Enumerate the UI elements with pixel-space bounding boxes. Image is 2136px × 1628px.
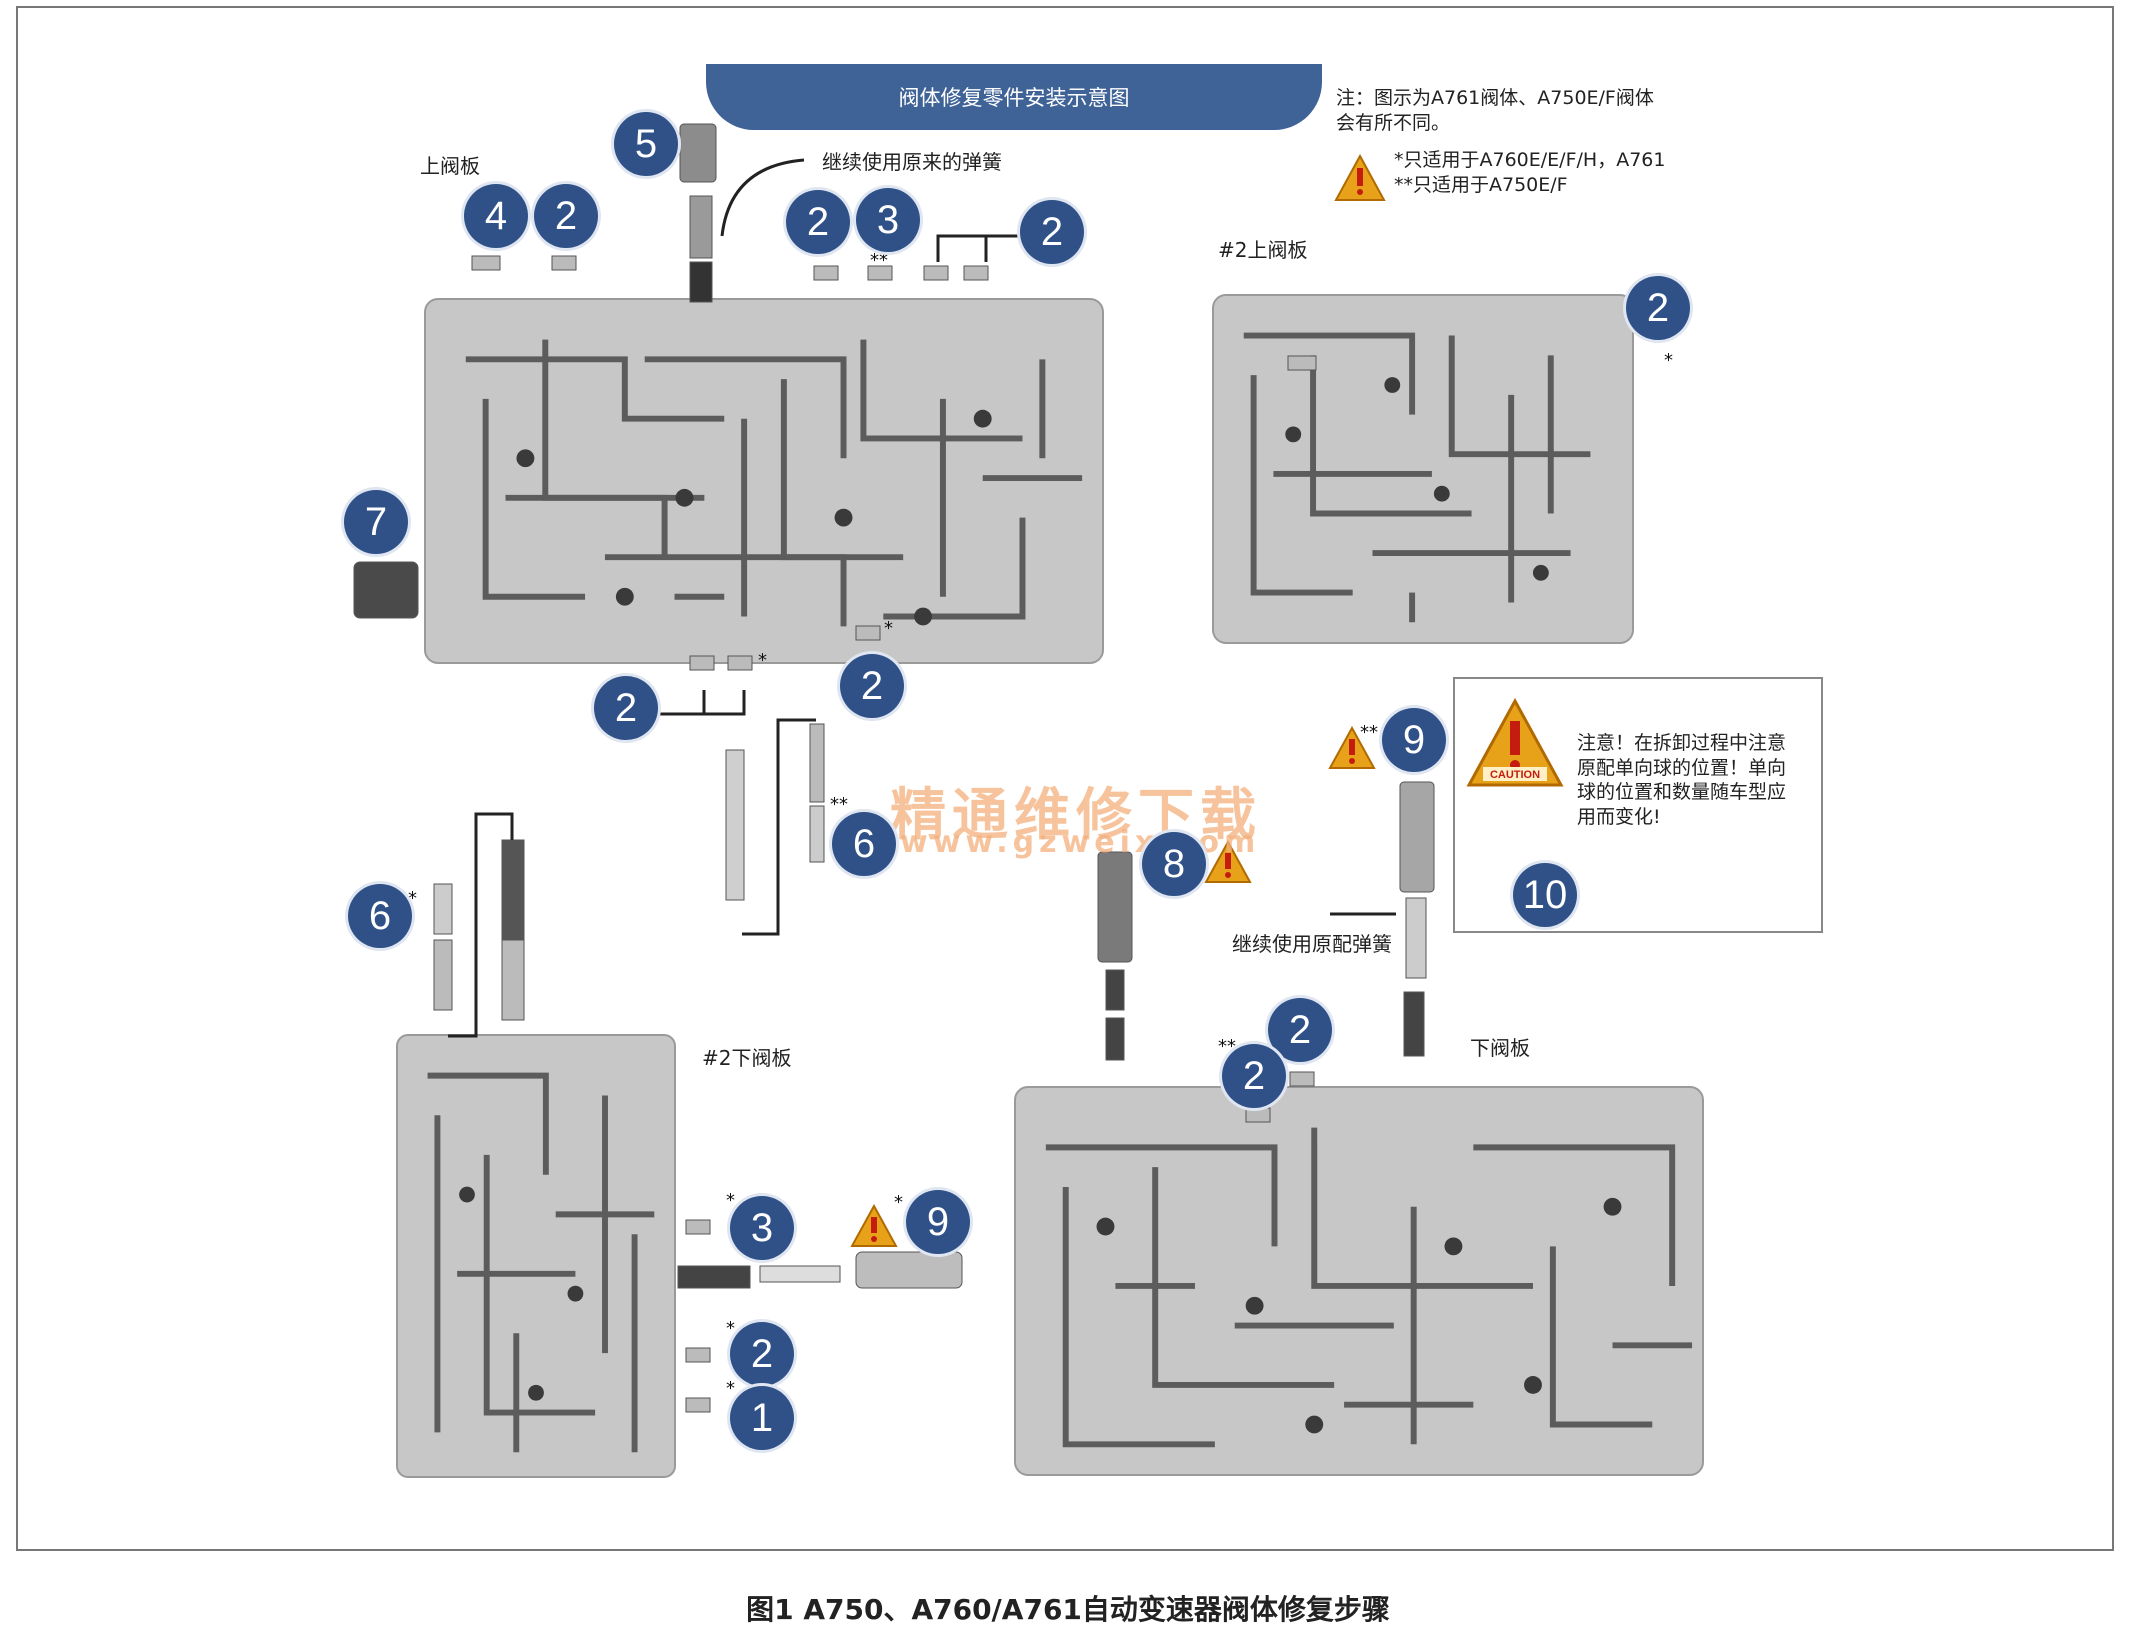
label-lower-plate-2: #2下阀板 (702, 1046, 792, 1070)
callout-badge-6: 6 (348, 884, 412, 948)
single-star-marker: * (726, 1318, 735, 1339)
label-upper-plate: 上阀板 (420, 154, 480, 178)
callout-badge-2: 2 (730, 1322, 794, 1386)
lower-valve-body-2 (396, 1034, 676, 1478)
callout-badge-3: 3 (730, 1196, 794, 1260)
single-star-marker: * (726, 1378, 735, 1399)
callout-badge-2: 2 (1222, 1044, 1286, 1108)
single-star-marker: * (1664, 350, 1673, 371)
double-star-marker: ** (1360, 722, 1378, 743)
note-block: 注：图示为A761阀体、A750E/F阀体 会有所不同。 (1336, 86, 1654, 135)
callout-badge-2: 2 (594, 676, 658, 740)
warning-line-1: 注意！在拆卸过程中注意 (1577, 732, 1787, 754)
note-single-star: *只适用于A760E/E/F/H，A761 (1394, 149, 1666, 171)
callout-badge-8: 8 (1142, 832, 1206, 896)
note-double-star: **只适用于A750E/F (1394, 173, 1568, 196)
lower-valve-body (1014, 1086, 1704, 1476)
callout-badge-5: 5 (614, 112, 678, 176)
label-upper-plate-2: #2上阀板 (1218, 238, 1308, 262)
caution-icon (1334, 154, 1386, 201)
warning-line-2: 原配单向球的位置！单向 (1577, 756, 1787, 779)
label-lower-plate: 下阀板 (1470, 1036, 1530, 1060)
single-star-marker: * (758, 650, 767, 671)
label-reuse-spring-top: 继续使用原来的弹簧 (822, 150, 1002, 174)
callout-badge-1: 1 (730, 1386, 794, 1450)
double-star-marker: ** (870, 250, 888, 271)
callout-badge-9: 9 (906, 1190, 970, 1254)
callout-badge-6: 6 (832, 812, 896, 876)
caution-icon (1328, 726, 1376, 769)
warning-line-3: 球的位置和数量随车型应 (1577, 781, 1787, 804)
caution-icon (1204, 840, 1252, 883)
caution-icon: CAUTION (1466, 697, 1564, 787)
single-star-marker: * (726, 1190, 735, 1211)
label-reuse-spring-bottom: 继续使用原配弹簧 (1232, 932, 1392, 956)
upper-valve-body-2 (1212, 294, 1634, 644)
double-star-marker: ** (830, 794, 848, 815)
callout-badge-7: 7 (344, 490, 408, 554)
caution-label: CAUTION (1490, 769, 1540, 781)
diagram-banner: 阀体修复零件安装示意图 (706, 64, 1322, 130)
callout-badge-2: 2 (1626, 276, 1690, 340)
callout-badge-2: 2 (1020, 200, 1084, 264)
callout-badge-2: 2 (840, 654, 904, 718)
single-star-marker: * (894, 1192, 903, 1213)
watermark-url: www.gzweix.com (900, 825, 1261, 860)
single-star-marker: * (408, 888, 417, 909)
figure-caption: 图1 A750、A760/A761自动变速器阀体修复步骤 (746, 1593, 1390, 1626)
caution-icon (850, 1204, 898, 1247)
callout-badge-2: 2 (534, 184, 598, 248)
warning-box: CAUTION 注意！在拆卸过程中注意 原配单向球的位置！单向 球的位置和数量随… (1453, 677, 1823, 933)
callout-badge-2: 2 (1268, 998, 1332, 1062)
note-line-1: 注：图示为A761阀体、A750E/F阀体 (1336, 87, 1654, 109)
callout-badge-9: 9 (1382, 708, 1446, 772)
warning-text: 注意！在拆卸过程中注意 原配单向球的位置！单向 球的位置和数量随车型应 用而变化… (1577, 731, 1786, 830)
upper-valve-body (424, 298, 1104, 664)
warning-line-4: 用而变化! (1577, 806, 1661, 829)
note-star-legend: *只适用于A760E/E/F/H，A761 **只适用于A750E/F (1394, 148, 1665, 197)
callout-badge-3: 3 (856, 188, 920, 252)
single-star-marker: * (884, 618, 893, 639)
callout-badge-2: 2 (786, 190, 850, 254)
watermark-text: 精通维修下载 (890, 783, 1262, 848)
diagram-frame (16, 6, 2114, 1551)
callout-badge-4: 4 (464, 184, 528, 248)
callout-badge-10: 10 (1513, 863, 1577, 927)
note-line-2: 会有所不同。 (1336, 111, 1451, 134)
